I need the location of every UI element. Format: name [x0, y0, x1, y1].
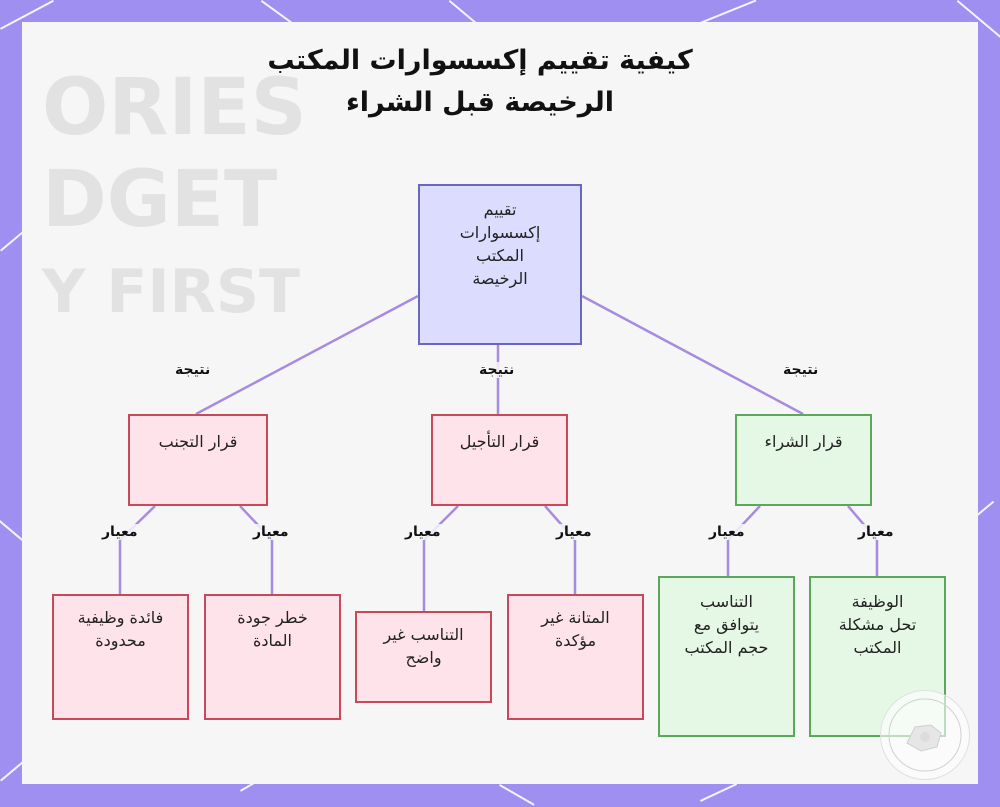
node-durability-unsure: المتانة غير مؤكدة [507, 594, 644, 720]
edge-label-result: نتيجة [477, 362, 516, 378]
node-postpone-decision: قرار التأجيل [431, 414, 568, 506]
node-fit-desk-label: التناسب يتوافق مع حجم المكتب [682, 590, 772, 659]
node-avoid-decision: قرار التجنب [128, 414, 268, 506]
node-buy-label: قرار الشراء [764, 430, 842, 453]
edge-label-criterion: معيار [403, 524, 443, 540]
edge-label-result: نتيجة [781, 362, 820, 378]
node-buy-decision: قرار الشراء [735, 414, 872, 506]
edge-label-criterion: معيار [100, 524, 140, 540]
node-limited-benefit: فائدة وظيفية محدودة [52, 594, 189, 720]
node-durability-unsure-label: المتانة غير مؤكدة [526, 606, 626, 652]
node-fit-unclear: التناسب غير واضح [355, 611, 492, 703]
edge-label-criterion: معيار [251, 524, 291, 540]
edge-label-criterion: معيار [707, 524, 747, 540]
edge-label-criterion: معيار [856, 524, 896, 540]
edge-root-avoid [196, 296, 418, 414]
node-function-solves-label: الوظيفة تحل مشكلة المكتب [838, 590, 918, 659]
node-root: تقييم إكسسوارات المكتب الرخيصة [418, 184, 582, 345]
brand-logo-icon [880, 690, 970, 780]
edge-label-criterion: معيار [554, 524, 594, 540]
edge-root-buy [582, 296, 803, 414]
node-avoid-label: قرار التجنب [159, 430, 238, 453]
node-postpone-label: قرار التأجيل [460, 430, 540, 453]
node-fit-desk: التناسب يتوافق مع حجم المكتب [658, 576, 795, 737]
node-quality-risk-label: خطر جودة المادة [223, 606, 323, 652]
node-limited-benefit-label: فائدة وظيفية محدودة [76, 606, 166, 652]
node-root-label: تقييم إكسسوارات المكتب الرخيصة [451, 198, 549, 290]
node-quality-risk: خطر جودة المادة [204, 594, 341, 720]
edge-label-result: نتيجة [173, 362, 212, 378]
node-fit-unclear-label: التناسب غير واضح [379, 623, 469, 669]
